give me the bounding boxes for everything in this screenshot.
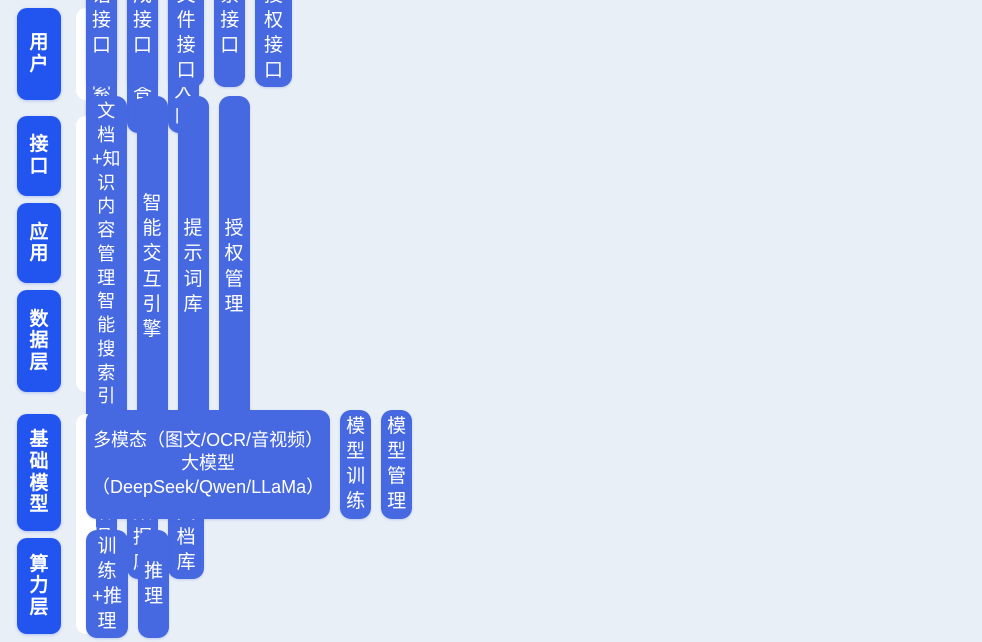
- layer-label-char: 户: [29, 54, 49, 75]
- band-middle-panel: 对话接口 生成接口 数据/文件接口 搜索接口 登录/授权接口 文档+知识内容管理…: [76, 0, 292, 580]
- layer-label-char: 据: [29, 330, 49, 352]
- layer-label-char: 础: [29, 451, 49, 472]
- layer-label-char: 层: [29, 351, 49, 373]
- layer-label-application: 应 用: [17, 203, 61, 284]
- layer-label-compute-power: 算 力 层: [17, 538, 61, 634]
- layer-label-char: 力: [29, 575, 49, 597]
- box-model-training[interactable]: 模型训练: [340, 410, 372, 519]
- box-prompt-library[interactable]: 提示词库: [177, 96, 209, 437]
- box-generation-interface[interactable]: 生成接口: [127, 0, 159, 88]
- box-inference[interactable]: 推理: [138, 529, 170, 638]
- box-multimodal-large-model[interactable]: 多模态（图文/OCR/音视频） 大模型（DeepSeek/Qwen/LLaMa）: [86, 410, 331, 519]
- band-infra-panel: 多模态（图文/OCR/音视频） 大模型（DeepSeek/Qwen/LLaMa）…: [76, 410, 413, 638]
- box-model-management[interactable]: 模型管理: [381, 410, 413, 519]
- band-infra-labels: 基 础 模 型 算 力 层: [17, 414, 61, 634]
- layer-label-char: 数: [29, 308, 49, 330]
- layer-label-user: 用 户: [17, 8, 61, 100]
- box-intelligent-interaction-engine[interactable]: 智能交互引擎: [136, 96, 168, 437]
- band-user-labels: 用 户: [17, 8, 61, 100]
- layer-label-interface: 接 口: [17, 116, 61, 197]
- layer-label-char: 算: [29, 553, 49, 575]
- layer-label-char: 应: [29, 221, 49, 243]
- layer-label-char: 模: [29, 472, 49, 494]
- box-login-auth-interface[interactable]: 登录/授权接口: [255, 0, 292, 88]
- layer-label-char: 基: [29, 429, 49, 451]
- layer-label-data: 数 据 层: [17, 290, 61, 392]
- layer-label-char: 用: [29, 243, 49, 265]
- box-doc-knowledge-management[interactable]: 文档+知识内容管理 智能搜索引擎: [86, 96, 127, 437]
- layer-label-foundation-model: 基 础 模 型: [17, 414, 61, 532]
- layer-label-char: 层: [29, 596, 49, 618]
- layer-label-char: 口: [29, 156, 49, 178]
- layer-label-char: 用: [29, 32, 49, 54]
- box-authorization-management[interactable]: 授权管理: [218, 96, 250, 437]
- layer-label-char: 型: [29, 494, 49, 516]
- box-data-file-interface[interactable]: 数据/文件接口: [168, 0, 205, 88]
- box-training-and-inference[interactable]: 训练+推理: [86, 529, 129, 638]
- band-middle-labels: 接 口 应 用 数 据 层: [17, 116, 61, 392]
- box-search-interface[interactable]: 搜索接口: [214, 0, 246, 88]
- box-dialog-interface[interactable]: 对话接口: [86, 0, 118, 88]
- layer-label-char: 接: [29, 134, 49, 156]
